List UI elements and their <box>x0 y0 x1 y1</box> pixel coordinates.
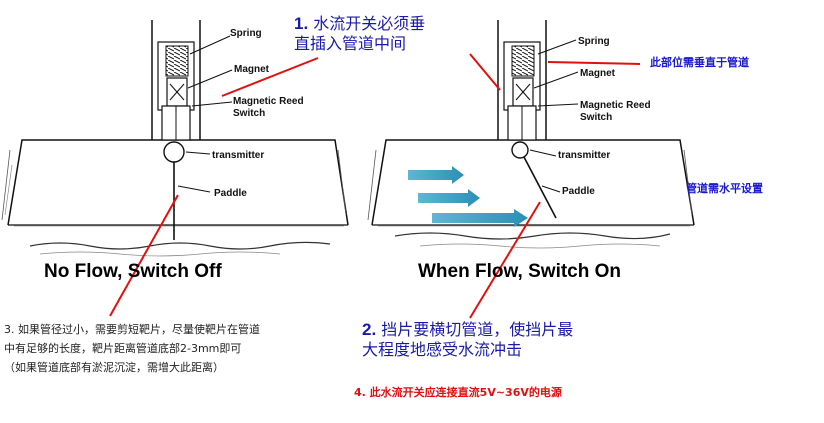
left-label-reed-switch: Magnetic Reed Switch <box>233 96 304 119</box>
note-3-line-1: 3. 如果管径过小，需要剪短靶片，尽量使靶片在管道 <box>4 323 260 336</box>
note2-pointer <box>469 201 541 319</box>
note1-pointer <box>221 57 319 97</box>
flow-arrow-1 <box>408 166 464 184</box>
note-vertical-part: 此部位需垂直于管道 <box>650 56 749 69</box>
red-pointer-lines <box>109 53 641 319</box>
note-4: 4. 此水流开关应连接直流5V~36V的电源 <box>354 386 562 399</box>
left-leader-lines <box>177 35 233 193</box>
note-1: 1. 水流开关必须垂 直插入管道中间 <box>294 14 425 54</box>
left-caption: No Flow, Switch Off <box>44 261 222 282</box>
note-horizontal-pipe: 管道需水平设置 <box>686 182 763 195</box>
right-label-magnet: Magnet <box>580 68 615 79</box>
note-2: 2. 挡片要横切管道，使挡片最 大程度地感受水流冲击 <box>362 320 573 360</box>
left-label-transmitter: transmitter <box>212 150 265 161</box>
flow-arrows <box>408 166 528 227</box>
right-label-spring: Spring <box>578 36 610 47</box>
note3-pointer <box>109 194 179 317</box>
note-2-line-2: 大程度地感受水流冲击 <box>362 340 523 359</box>
right-switch-body <box>497 20 557 219</box>
flow-arrow-2 <box>418 189 480 207</box>
note-3-line-2: 中有足够的长度，靶片距离管道底部2-3mm即可 <box>4 342 242 355</box>
note-1-line-2: 直插入管道中间 <box>294 34 407 53</box>
note-1-number: 1. <box>294 14 309 33</box>
left-switch-body <box>151 20 201 240</box>
right-leader-lines <box>529 39 579 193</box>
right-caption: When Flow, Switch On <box>418 261 622 282</box>
right-label-transmitter: transmitter <box>558 150 611 161</box>
note-3: 3. 如果管径过小，需要剪短靶片，尽量使靶片在管道 中有足够的长度，靶片距离管道… <box>4 320 260 377</box>
note-3-line-3: （如果管道底部有淤泥沉淀，需增大此距离） <box>4 361 224 374</box>
vertical-part-pointer <box>547 61 641 65</box>
note-2-line-1: 挡片要横切管道，使挡片最 <box>381 320 574 339</box>
left-label-magnet: Magnet <box>234 64 269 75</box>
note-2-number: 2. <box>362 320 377 339</box>
right-pipe <box>367 139 695 249</box>
left-label-spring: Spring <box>230 28 262 39</box>
note1-pointer-right <box>469 53 501 91</box>
left-label-paddle: Paddle <box>214 188 247 199</box>
right-label-reed-switch: Magnetic Reed Switch <box>580 100 651 123</box>
flow-arrow-3 <box>432 209 528 227</box>
right-label-paddle: Paddle <box>562 186 595 197</box>
note-1-line-1: 水流开关必须垂 <box>313 14 426 33</box>
